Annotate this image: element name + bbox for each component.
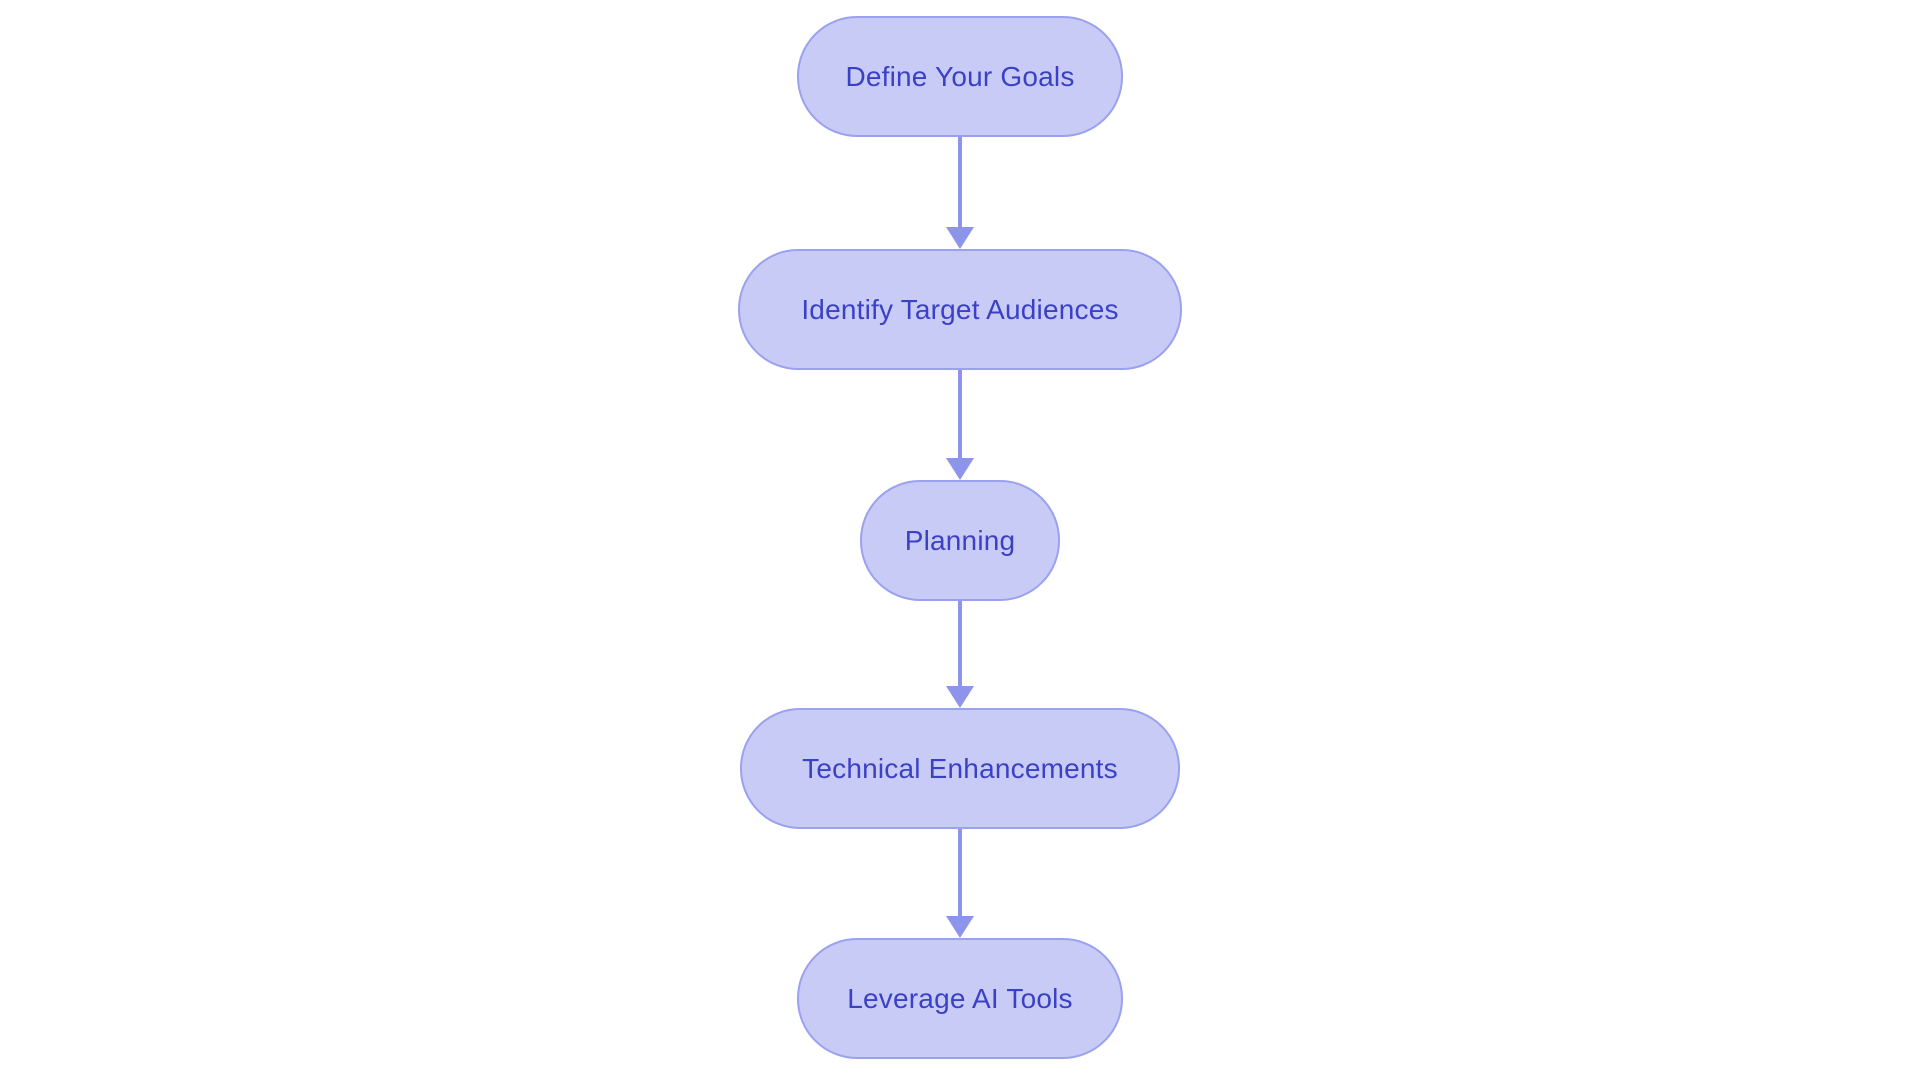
- flow-node-label: Identify Target Audiences: [801, 293, 1119, 325]
- arrow-down-icon: [946, 686, 974, 708]
- flow-node-label: Technical Enhancements: [802, 752, 1118, 784]
- flow-node-identify-target-audiences: Identify Target Audiences: [738, 249, 1182, 370]
- arrow-down-icon: [946, 916, 974, 938]
- flow-node-technical-enhancements: Technical Enhancements: [740, 708, 1180, 829]
- connector-arrow-1: [946, 137, 974, 249]
- flow-node-define-your-goals: Define Your Goals: [797, 16, 1123, 137]
- arrow-line: [958, 829, 962, 916]
- connector-arrow-3: [946, 601, 974, 708]
- connector-arrow-2: [946, 370, 974, 480]
- arrow-down-icon: [946, 227, 974, 249]
- flow-node-planning: Planning: [860, 480, 1060, 601]
- arrow-down-icon: [946, 458, 974, 480]
- flow-node-label: Define Your Goals: [845, 60, 1075, 92]
- arrow-line: [958, 370, 962, 458]
- flow-node-label: Planning: [904, 524, 1016, 556]
- flow-node-leverage-ai-tools: Leverage AI Tools: [797, 938, 1123, 1059]
- arrow-line: [958, 601, 962, 686]
- flow-node-label: Leverage AI Tools: [847, 982, 1073, 1014]
- connector-arrow-4: [946, 829, 974, 938]
- arrow-line: [958, 137, 962, 227]
